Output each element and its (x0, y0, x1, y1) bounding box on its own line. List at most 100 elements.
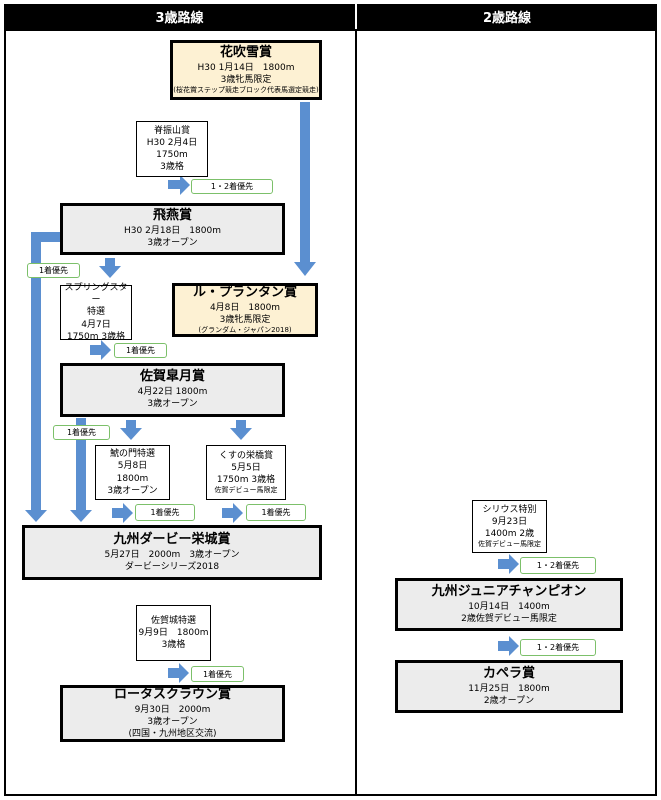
race-shachi-class: 3歳オープン (107, 485, 158, 496)
race-lotus-note: (四国・九州地区交流) (128, 729, 217, 740)
arrow-head-satsuki-shachi (120, 428, 142, 440)
arrow-kusu-derby (222, 508, 234, 518)
race-kusu-class: 1750m 3歳格 (216, 474, 276, 485)
race-shachi-date: 5月8日 (117, 461, 148, 472)
priority-tag-label: 1着優先 (66, 428, 97, 437)
race-junior-title: 九州ジュニアチャンピオン (431, 583, 587, 599)
race-sirius-note: 佐賀デビュー馬限定 (478, 539, 541, 548)
race-junior: 九州ジュニアチャンピオン 10月14日 1400m 2歳佐賀デビュー馬限定 (395, 578, 623, 631)
arrow-junior-capella (498, 641, 510, 651)
race-printemps-date: 4月8日 1800m (209, 302, 281, 313)
race-kusu-note: 佐賀デビュー馬限定 (214, 485, 278, 494)
race-shachi-name: 鯱の門特選 (109, 449, 155, 460)
race-sefuri-date: H30 2月4日 (146, 137, 198, 148)
race-hanafubuki: 花吹雪賞 H30 1月14日 1800m 3歳牝馬限定 (桜花賞ステップ競走ブロ… (170, 40, 322, 100)
arrow-satsuki-kusu (236, 420, 246, 430)
arrow-head-satsuki-derby (70, 510, 92, 522)
race-printemps: ル・プランタン賞 4月8日 1800m 3歳牝馬限定 (グランダム・ジャパン20… (172, 283, 318, 337)
race-sirius-class: 1400m 2歳 (484, 528, 535, 539)
race-spring-star-date: 4月7日 (81, 319, 111, 330)
race-printemps-class: 3歳牝馬限定 (219, 314, 271, 325)
priority-tag-label: 1着優先 (38, 266, 69, 275)
header-2yo: 2歳路線 (357, 4, 657, 29)
arrow-hanafubuki-printemps (300, 102, 310, 262)
race-kusu-date: 5月5日 (231, 462, 261, 473)
arrow-head-sagajo-lotus (179, 663, 189, 683)
race-sagajo-class: 3歳格 (161, 640, 186, 651)
race-hien-class: 3歳オープン (147, 238, 198, 249)
race-satsuki-class: 3歳オープン (147, 399, 198, 410)
header-3yo: 3歳路線 (4, 4, 355, 29)
race-derby-series: ダービーシリーズ2018 (124, 561, 220, 572)
race-hien-title: 飛燕賞 (152, 208, 192, 224)
race-capella-title: カペラ賞 (482, 665, 535, 681)
arrow-head-sirius-junior (509, 554, 519, 574)
arrow-sirius-junior (498, 559, 510, 569)
priority-tag: 1着優先 (27, 263, 80, 278)
arrow-sagajo-lotus (168, 668, 180, 678)
priority-tag: 1着優先 (53, 425, 110, 440)
race-derby-title: 九州ダービー栄城賞 (113, 531, 231, 547)
race-lotus-date: 9月30日 2000m (134, 704, 211, 715)
race-spring-star-grade: 特選 (86, 307, 105, 318)
race-shachi: 鯱の門特選 5月8日 1800m 3歳オープン (95, 445, 170, 500)
race-spring-star-class: 1750m 3歳格 (66, 331, 126, 342)
arrow-satsuki-shachi (126, 420, 136, 430)
priority-tag-label: 1着優先 (202, 669, 233, 679)
arrow-shachi-derby (112, 508, 124, 518)
arrow-head-satsuki-kusu (230, 428, 252, 440)
arrow-spring-satsuki (90, 345, 102, 355)
priority-tag-label: 1着優先 (125, 346, 156, 355)
race-capella-date: 11月25日 1800m (468, 683, 550, 694)
race-sirius-date: 9月23日 (491, 516, 528, 527)
race-sefuri-title: 脊振山賞 (153, 125, 190, 136)
race-spring-star: スプリングスター 特選 4月7日 1750m 3歳格 (60, 283, 132, 342)
race-lotus-class: 3歳オープン (147, 716, 198, 727)
arrow-head-sefuri-hien (180, 175, 190, 195)
race-lotus-title: ロータスクラウン賞 (113, 686, 231, 702)
race-hien: 飛燕賞 H30 2月18日 1800m 3歳オープン (60, 203, 285, 255)
priority-tag-label: 1・2着優先 (536, 643, 580, 652)
arrow-head-hanafubuki-printemps (294, 262, 316, 276)
race-kusu-name: くすの栄橋賞 (218, 450, 273, 461)
arrow-hien-left-bend (40, 232, 60, 242)
arrow-hien-derby (31, 232, 41, 512)
race-satsuki: 佐賀皐月賞 4月22日 1800m 3歳オープン (60, 363, 285, 417)
race-sagajo: 佐賀城特選 9月9日 1800m 3歳格 (136, 605, 211, 661)
priority-tag: 1・2着優先 (520, 639, 596, 656)
race-capella-class: 2歳オープン (483, 695, 535, 706)
priority-tag: 1着優先 (114, 343, 167, 358)
race-hanafubuki-class: 3歳牝馬限定 (220, 74, 272, 85)
race-sirius: シリウス特別 9月23日 1400m 2歳 佐賀デビュー馬限定 (472, 500, 547, 553)
race-junior-date: 10月14日 1400m (468, 601, 550, 612)
race-printemps-title: ル・プランタン賞 (192, 284, 297, 300)
race-derby: 九州ダービー栄城賞 5月27日 2000m 3歳オープン ダービーシリーズ201… (22, 525, 322, 580)
priority-tag-label: 1着優先 (261, 508, 291, 517)
priority-tag: 1着優先 (191, 666, 244, 682)
priority-tag: 1着優先 (246, 504, 306, 521)
race-sirius-name: シリウス特別 (482, 504, 537, 515)
priority-tag-label: 1・2着優先 (536, 561, 580, 570)
race-sefuri: 脊振山賞 H30 2月4日 1750m 3歳格 (136, 121, 208, 177)
race-capella: カペラ賞 11月25日 1800m 2歳オープン (395, 660, 623, 713)
race-junior-class: 2歳佐賀デビュー馬限定 (461, 613, 557, 624)
arrow-head-kusu-derby (233, 503, 243, 523)
priority-tag-label: 1着優先 (150, 508, 180, 517)
race-sagajo-name: 佐賀城特選 (150, 615, 196, 626)
arrow-head-spring-satsuki (101, 340, 111, 360)
race-spring-star-name: スプリングスター (64, 283, 128, 306)
arrow-head-junior-capella (509, 636, 519, 656)
race-printemps-note: (グランダム・ジャパン2018) (198, 325, 292, 334)
header-3yo-label: 3歳路線 (155, 11, 204, 26)
race-lotus: ロータスクラウン賞 9月30日 2000m 3歳オープン (四国・九州地区交流) (60, 685, 285, 742)
race-kusu: くすの栄橋賞 5月5日 1750m 3歳格 佐賀デビュー馬限定 (206, 445, 286, 500)
arrow-head-hien-derby (25, 510, 47, 522)
priority-tag: 1・2着優先 (191, 179, 273, 194)
race-sefuri-class: 3歳格 (160, 162, 184, 173)
race-hien-date: H30 2月18日 1800m (124, 226, 221, 237)
arrow-head-shachi-derby (123, 503, 133, 523)
race-satsuki-title: 佐賀皐月賞 (139, 369, 205, 385)
arrow-head-hien-spring (99, 266, 121, 278)
race-hanafubuki-date: H30 1月14日 1800m (197, 62, 295, 73)
